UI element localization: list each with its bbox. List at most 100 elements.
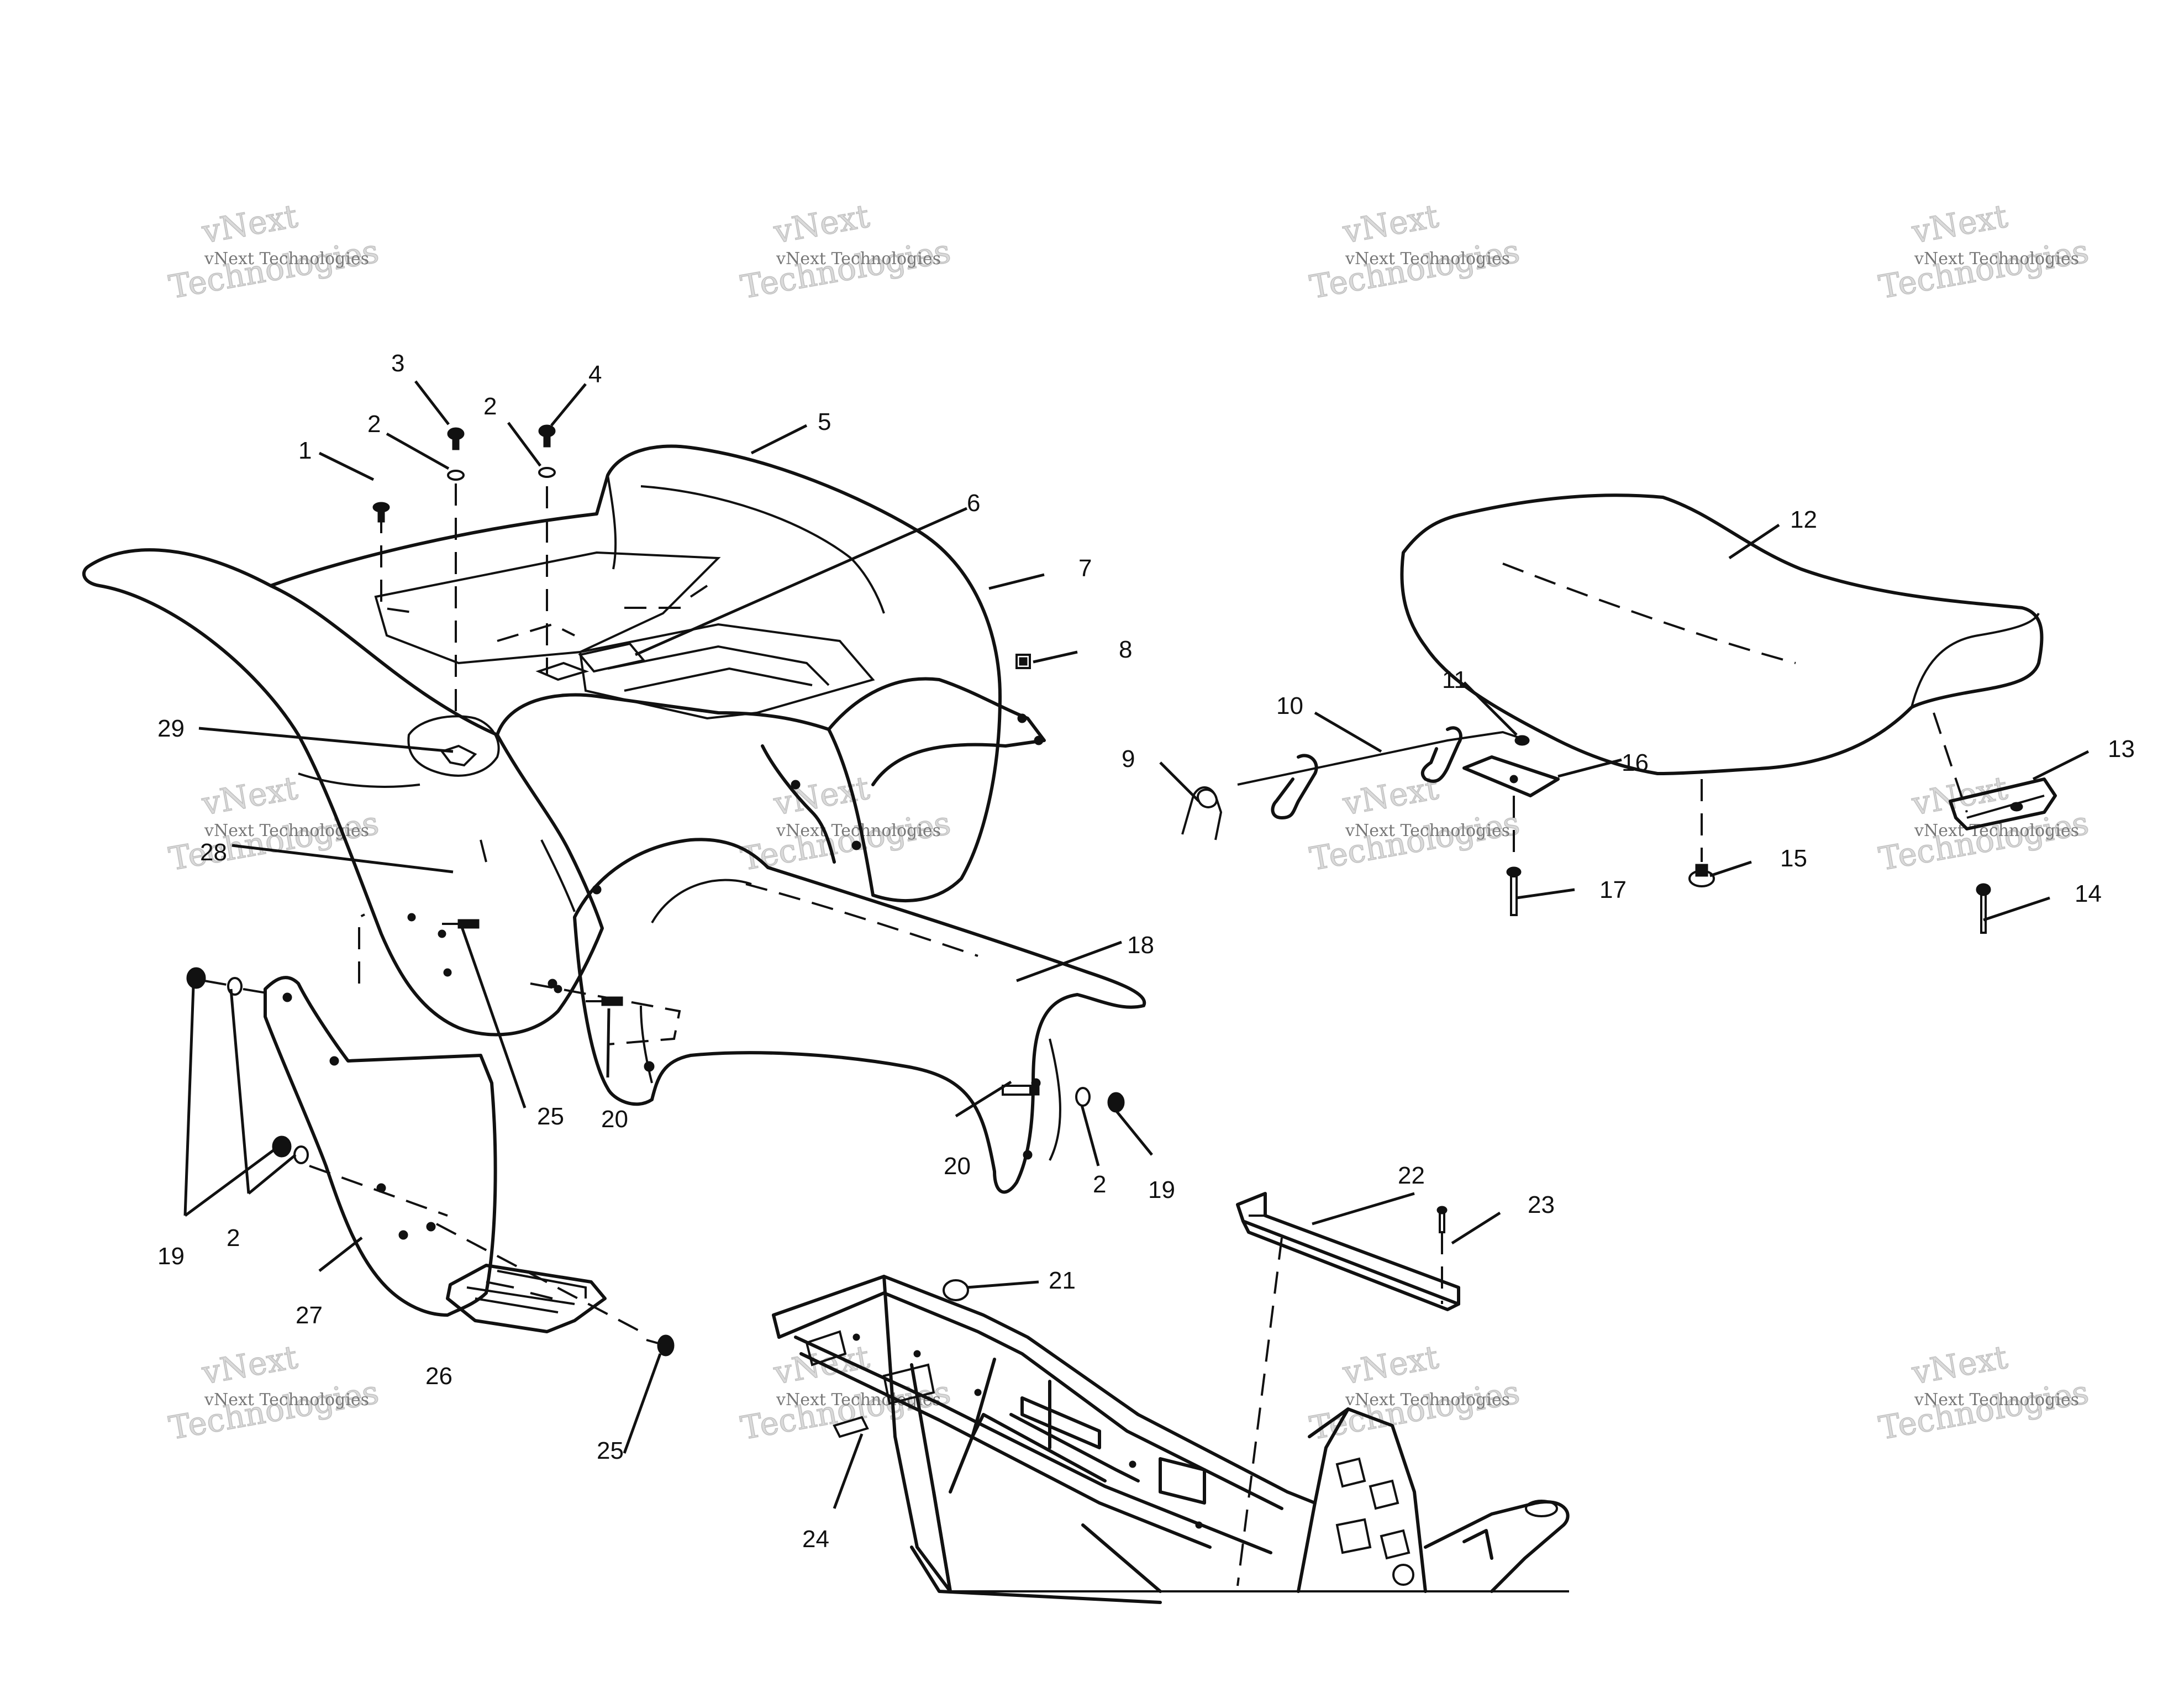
watermark: vNext Technologies vNext Technologies <box>1307 1338 1523 1448</box>
hole-icon <box>1392 1564 1414 1586</box>
screw-icon <box>1976 883 1991 934</box>
callout-13: 13 <box>2108 735 2135 763</box>
bolt-icon <box>442 919 480 929</box>
watermark: vNext Technologies vNext Technologies <box>738 197 954 307</box>
svg-text:vNext Technologies: vNext Technologies <box>1914 821 2079 840</box>
rivet-icon <box>974 1389 982 1396</box>
nut-icon <box>1107 1092 1125 1113</box>
washer-icon <box>227 977 243 996</box>
svg-text:vNext: vNext <box>1909 769 2011 823</box>
svg-text:vNext: vNext <box>771 197 872 251</box>
svg-text:Technologies: Technologies <box>1307 232 1523 306</box>
rivet-icon <box>1195 1521 1203 1529</box>
hole-icon <box>329 1056 339 1066</box>
bolt-icon <box>1506 866 1522 916</box>
rivet-icon <box>1017 713 1027 723</box>
nut-icon <box>272 1135 292 1158</box>
svg-text:vNext: vNext <box>1909 1338 2011 1392</box>
callout-16: 16 <box>1622 749 1649 776</box>
screw-icon <box>447 427 465 450</box>
svg-text:vNext Technologies: vNext Technologies <box>1345 249 1510 269</box>
rivet-icon <box>913 1350 921 1358</box>
mud-flap-fasteners <box>186 967 675 1357</box>
bolt-icon <box>1002 1085 1040 1096</box>
callout-labels: 1 2 3 2 4 5 6 7 8 9 10 11 12 13 14 15 16… <box>157 350 2135 1553</box>
watermark: vNext Technologies vNext Technologies <box>1307 197 1523 307</box>
svg-text:vNext: vNext <box>199 1338 301 1392</box>
callout-8: 8 <box>1119 636 1132 663</box>
screw-icon <box>538 424 556 448</box>
frame-drawing <box>772 1275 1570 1604</box>
callout-2: 2 <box>483 393 497 420</box>
bumper-icon <box>1688 864 1715 887</box>
washer-icon <box>538 467 556 478</box>
watermark: vNext Technologies vNext Technologies <box>1876 769 2092 879</box>
bolt-icon <box>586 996 623 1006</box>
clip-icon <box>1015 654 1031 669</box>
washer-icon <box>447 470 465 481</box>
callout-12: 12 <box>1790 506 1817 533</box>
callout-3: 3 <box>391 350 404 377</box>
hole-icon <box>1509 775 1518 784</box>
callout-10: 10 <box>1276 692 1303 719</box>
rivet-icon <box>791 780 801 790</box>
rivet-icon <box>851 840 861 850</box>
svg-text:vNext: vNext <box>1340 197 1441 251</box>
callout-1: 1 <box>298 437 312 464</box>
callout-27: 27 <box>296 1302 323 1329</box>
callout-24: 24 <box>802 1526 829 1553</box>
svg-text:vNext Technologies: vNext Technologies <box>204 1390 369 1410</box>
svg-text:Technologies: Technologies <box>1876 1373 2092 1447</box>
seat-latch-drawing <box>1181 726 2057 934</box>
callout-4: 4 <box>588 361 602 388</box>
callout-29: 29 <box>157 715 185 742</box>
spring-icon <box>1181 786 1223 840</box>
callout-18: 18 <box>1127 932 1154 959</box>
rivet-icon <box>554 985 562 993</box>
callout-25: 25 <box>597 1437 624 1464</box>
callout-14: 14 <box>2075 880 2102 907</box>
screw-icon <box>646 1334 675 1357</box>
callout-2: 2 <box>367 411 381 438</box>
svg-text:vNext Technologies: vNext Technologies <box>1345 1390 1510 1410</box>
svg-text:vNext: vNext <box>199 769 301 823</box>
svg-text:Technologies: Technologies <box>166 232 382 306</box>
callout-19: 19 <box>1148 1176 1175 1203</box>
svg-text:vNext Technologies: vNext Technologies <box>204 249 369 269</box>
svg-text:Technologies: Technologies <box>1876 804 2092 878</box>
front-fender-drawing <box>530 838 1146 1194</box>
svg-text:vNext: vNext <box>199 197 301 251</box>
callout-28: 28 <box>200 839 227 866</box>
rivet-icon <box>1034 735 1044 745</box>
watermark: vNext Technologies vNext Technologies <box>1307 769 1523 879</box>
callout-21: 21 <box>1049 1267 1076 1294</box>
washer-icon <box>293 1145 309 1164</box>
callout-22: 22 <box>1398 1162 1425 1189</box>
watermark: vNext Technologies vNext Technologies <box>166 197 382 307</box>
callout-15: 15 <box>1780 845 1807 872</box>
skid-plate-drawing <box>1236 1192 1460 1586</box>
svg-text:Technologies: Technologies <box>1307 1373 1523 1447</box>
callout-11: 11 <box>1442 666 1467 693</box>
svg-text:vNext: vNext <box>1909 197 2011 251</box>
svg-text:vNext Technologies: vNext Technologies <box>1914 249 2079 269</box>
washer-icon <box>1075 1087 1091 1107</box>
svg-text:vNext Technologies: vNext Technologies <box>1345 821 1510 840</box>
callout-17: 17 <box>1599 876 1627 903</box>
screw-icon <box>1436 1206 1448 1233</box>
callout-2: 2 <box>1093 1171 1106 1198</box>
watermark-group: vNext Technologies vNext Technologies vN… <box>166 197 2092 1448</box>
watermark: vNext Technologies vNext Technologies <box>738 769 954 879</box>
rear-fender-drawing <box>82 444 1046 1037</box>
seat-drawing <box>1400 493 2044 862</box>
rivet-icon <box>438 929 446 938</box>
watermark: vNext Technologies vNext Technologies <box>1876 1338 2092 1448</box>
rivet-icon <box>407 913 416 922</box>
push-rivet-icon <box>372 502 390 523</box>
callout-25: 25 <box>537 1103 564 1130</box>
rivet-icon <box>1023 1150 1033 1160</box>
svg-text:vNext: vNext <box>1340 1338 1441 1392</box>
callout-6: 6 <box>967 490 980 517</box>
svg-text:vNext Technologies: vNext Technologies <box>1914 1390 2079 1410</box>
